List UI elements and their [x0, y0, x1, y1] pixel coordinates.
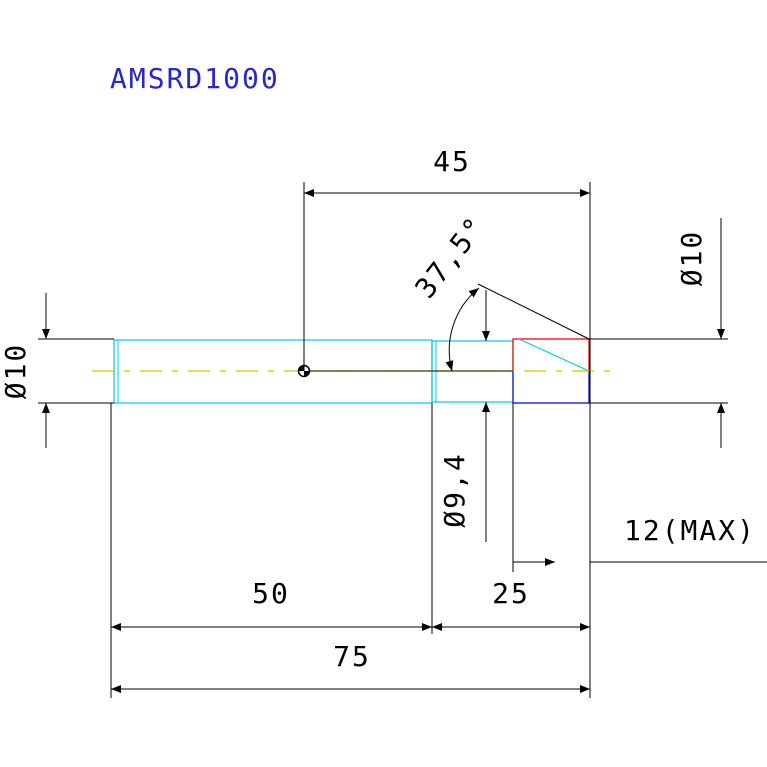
- dim-center-offset: 45: [433, 145, 471, 178]
- extension-lines: [38, 182, 728, 698]
- dim-tip-length: 25: [492, 577, 530, 610]
- part-geometry: [92, 338, 610, 404]
- dim-shank-length: 50: [252, 577, 290, 610]
- drawing-title: AMSRD1000: [110, 62, 280, 95]
- dim-overall-length: 75: [333, 640, 371, 673]
- dim-neck-diameter: Ø9,4: [438, 452, 471, 527]
- dim-body-diameter: Ø10: [0, 343, 32, 400]
- dimension-lines: [42, 189, 767, 693]
- tip-lower-outline: [512, 371, 590, 404]
- dimline-chamfer-angle-arc: [445, 287, 480, 372]
- tip-chamfer-line: [518, 338, 590, 372]
- dim-tip-diameter: Ø10: [675, 230, 708, 287]
- tip-upper-outline: [512, 338, 590, 371]
- dim-max-depth: 12(MAX): [624, 514, 756, 547]
- dim-chamfer-angle: 37,5°: [408, 210, 492, 305]
